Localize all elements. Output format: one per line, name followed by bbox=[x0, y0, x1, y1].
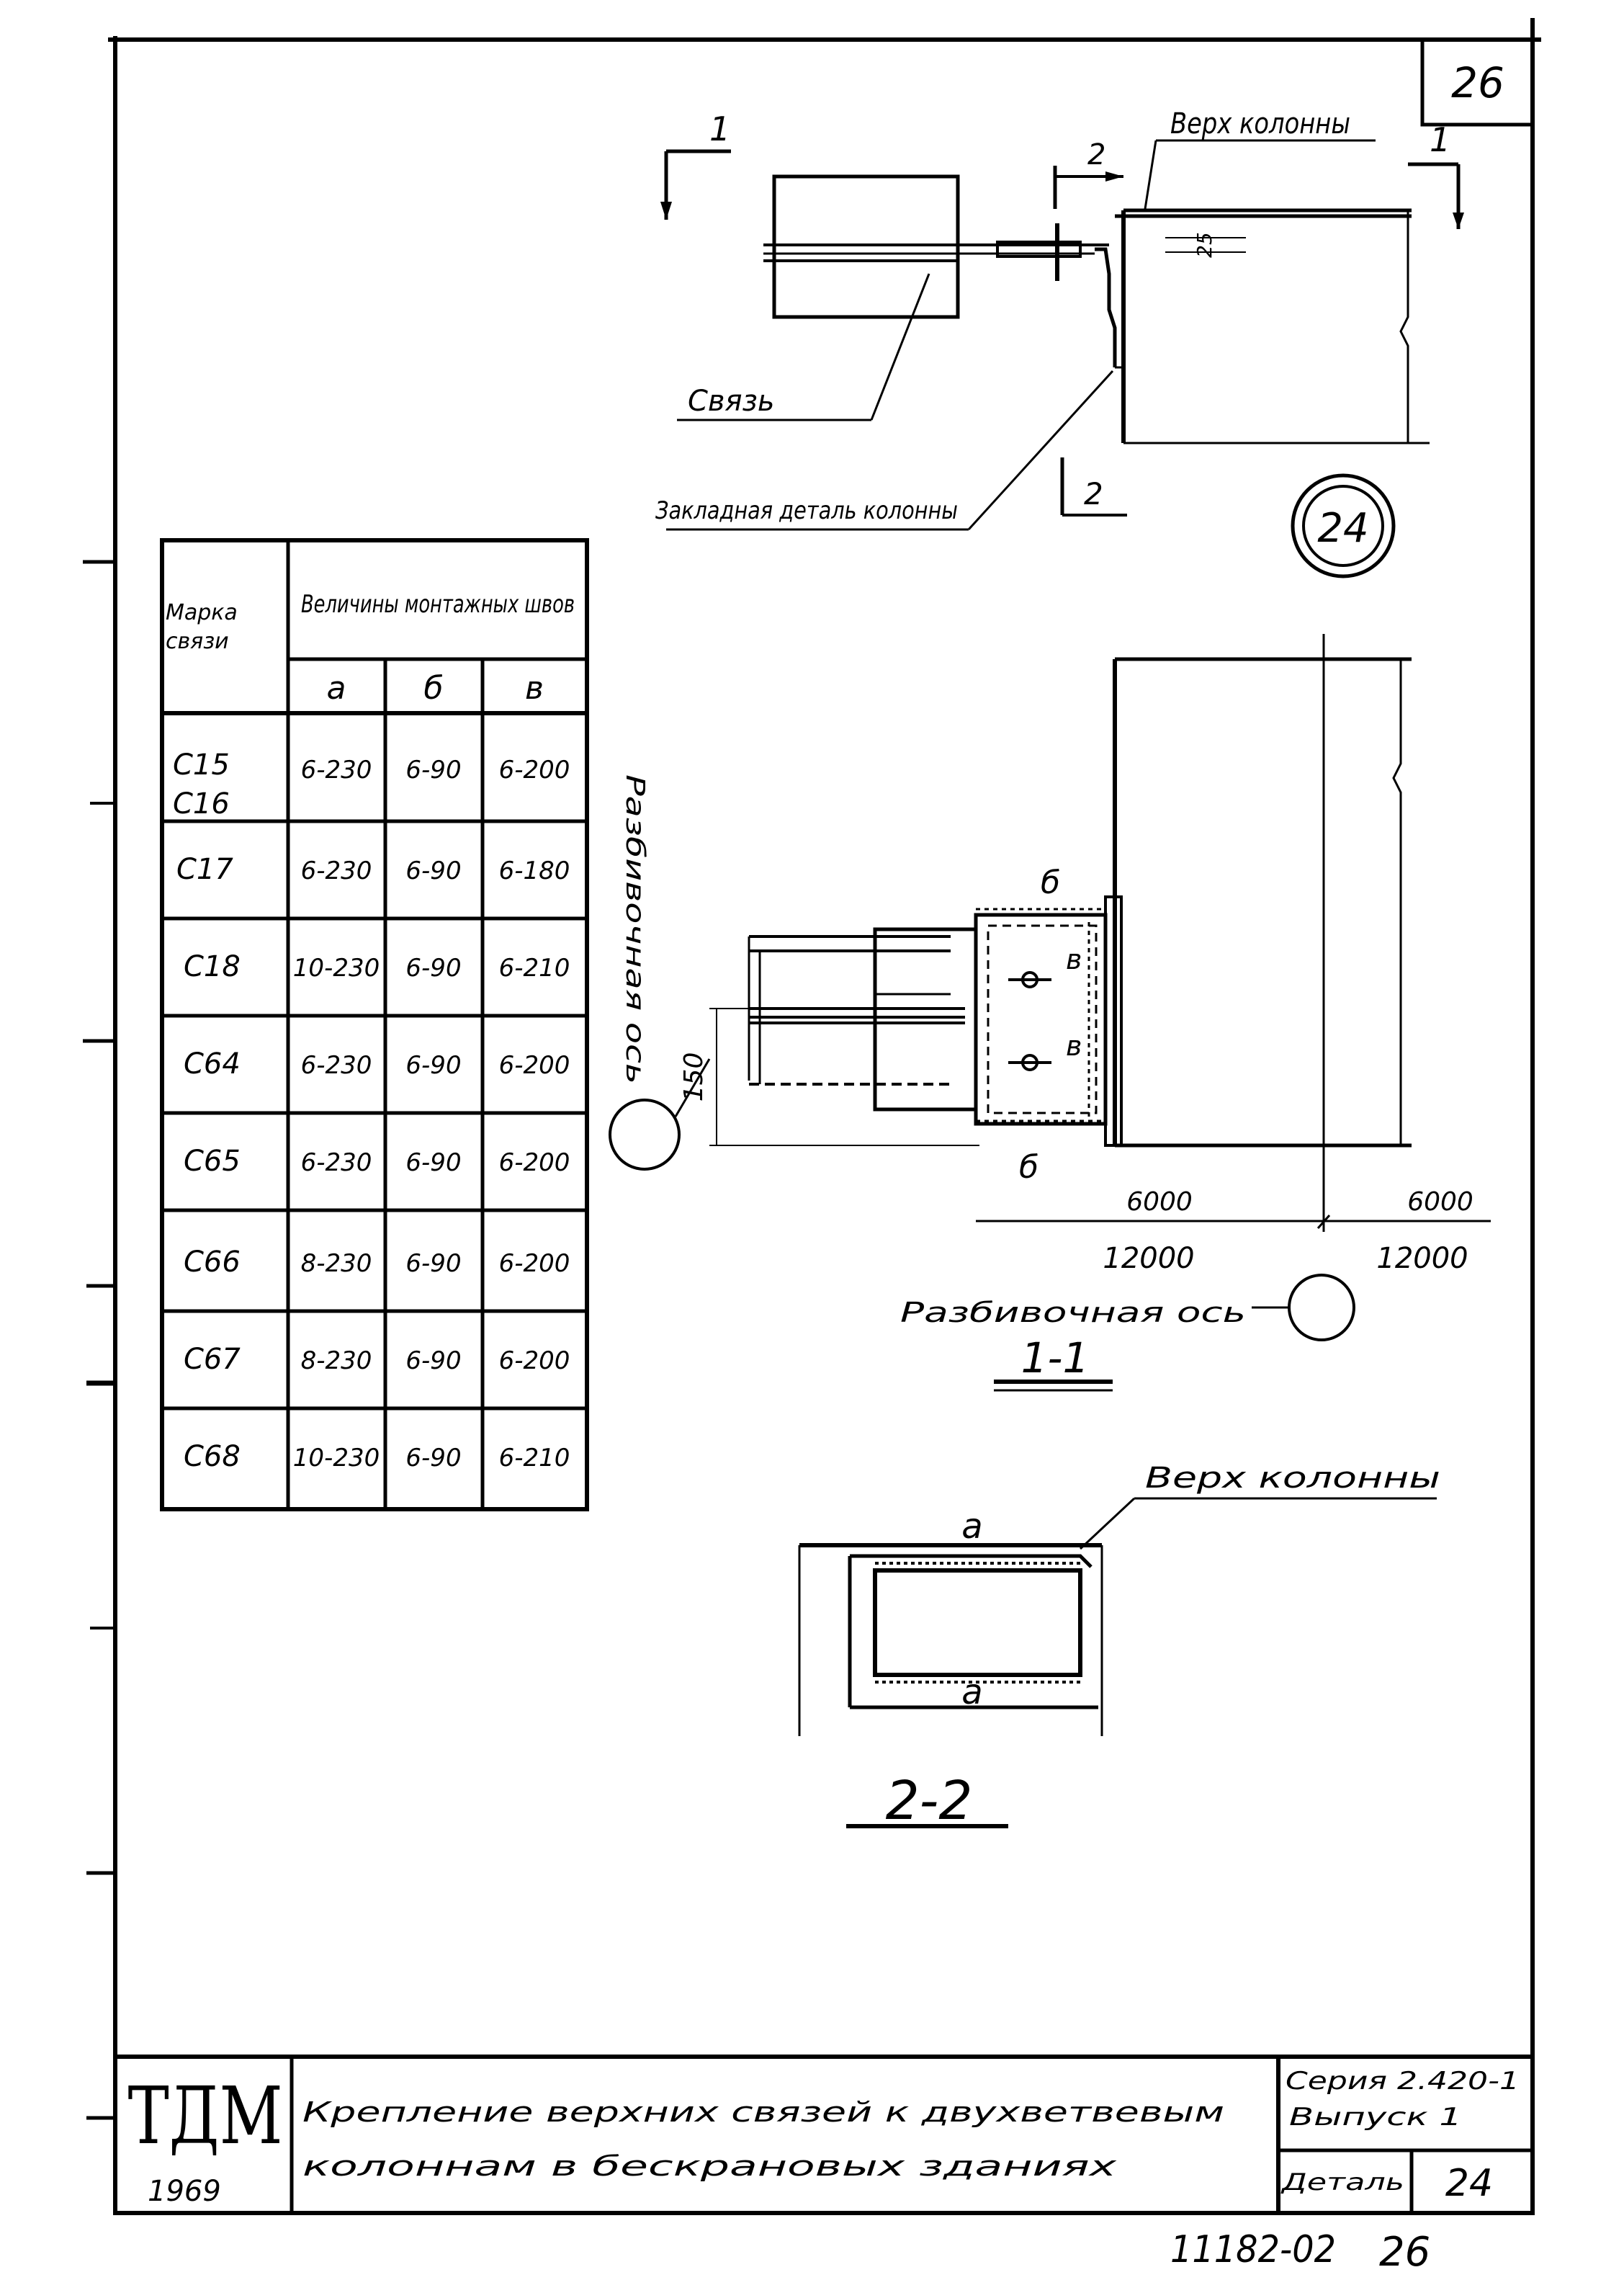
weld-v-2: в bbox=[1066, 1030, 1082, 1062]
table-row-2-v: 6-180 bbox=[499, 857, 570, 885]
embed-label: Закладная деталь колонны bbox=[655, 496, 958, 525]
table-row-3-b: 6-90 bbox=[405, 954, 461, 983]
detail-label: Деталь bbox=[1280, 2168, 1404, 2196]
table-row-2-b: 6-90 bbox=[405, 857, 461, 885]
weld-a-top: а bbox=[961, 1506, 982, 1547]
weld-b-bottom: б bbox=[1019, 1149, 1038, 1186]
table-header-mark-text-2: связи bbox=[166, 629, 229, 654]
top-view bbox=[660, 139, 1464, 578]
table-row-4-v: 6-200 bbox=[499, 1051, 570, 1080]
table-row-8-v: 6-210 bbox=[499, 1444, 570, 1472]
axis-label-bottom: Разбивочная ось bbox=[900, 1297, 1246, 1328]
table-row-3-v: 6-210 bbox=[499, 954, 570, 983]
section-2-2-top-label: Верх колонны bbox=[1145, 1462, 1440, 1495]
issue: Выпуск 1 bbox=[1289, 2103, 1462, 2132]
detail-circle-number: 24 bbox=[1317, 505, 1368, 552]
table-row-7-mark: С67 bbox=[184, 1343, 241, 1376]
table-row-7-v: 6-200 bbox=[499, 1346, 570, 1375]
detail-number: 24 bbox=[1445, 2162, 1493, 2205]
title-block bbox=[115, 2055, 1533, 2213]
table-row-4-mark: С64 bbox=[184, 1047, 241, 1081]
dim-6000-left: 6000 bbox=[1126, 1187, 1193, 1217]
table-row-7-b: 6-90 bbox=[405, 1346, 461, 1375]
section-2-2 bbox=[798, 1497, 1437, 1828]
section-1-1-title: 1-1 bbox=[1021, 1333, 1090, 1382]
table-row-7-a: 8-230 bbox=[301, 1346, 372, 1375]
table-row-8-a: 10-230 bbox=[293, 1444, 380, 1472]
tie-label: Связь bbox=[688, 385, 774, 418]
table-row-3-a: 10-230 bbox=[293, 954, 380, 983]
table-row-8-mark: С68 bbox=[184, 1440, 241, 1473]
section-mark-2-top: 2 bbox=[1087, 138, 1105, 171]
weld-b-top: б bbox=[1041, 864, 1060, 901]
weld-v-1: в bbox=[1066, 944, 1082, 975]
table-row-5-b: 6-90 bbox=[405, 1148, 461, 1177]
series: Серия 2.420-1 bbox=[1286, 2067, 1520, 2096]
table-row-5-a: 6-230 bbox=[301, 1148, 372, 1177]
table-row-4-b: 6-90 bbox=[405, 1051, 461, 1080]
dim-12000-left: 12000 bbox=[1103, 1242, 1194, 1275]
section-1-1 bbox=[609, 634, 1491, 1392]
table-row-5-mark: С65 bbox=[184, 1145, 241, 1178]
section-mark-1-right: 1 bbox=[1430, 120, 1450, 159]
bolt-icon bbox=[1008, 971, 1051, 988]
table-col-a: а bbox=[327, 670, 346, 707]
title-line-2: колоннам в бескрановых зданиях bbox=[302, 2150, 1117, 2182]
table-row-8-b: 6-90 bbox=[405, 1444, 461, 1472]
table-row-1-v: 6-200 bbox=[499, 756, 570, 784]
sheet-frame bbox=[83, 18, 1541, 2215]
dim-150: 150 bbox=[679, 1052, 709, 1102]
table-row-6-b: 6-90 bbox=[405, 1249, 461, 1278]
table-col-b: б bbox=[423, 670, 443, 707]
table-row-1-b: 6-90 bbox=[405, 756, 461, 784]
table-row-5-v: 6-200 bbox=[499, 1148, 570, 1177]
weld-table bbox=[160, 538, 589, 1511]
table-row-2-a: 6-230 bbox=[301, 857, 372, 885]
section-mark-2-bottom: 2 bbox=[1084, 476, 1103, 511]
section-2-2-title: 2-2 bbox=[886, 1770, 973, 1832]
table-row-4-a: 6-230 bbox=[301, 1051, 372, 1080]
table-row-3-mark: С18 bbox=[184, 950, 241, 983]
bottom-page: 26 bbox=[1379, 2229, 1430, 2276]
table-row-1-a: 6-230 bbox=[301, 756, 372, 784]
axis-label-vertical: Разбивочная ось bbox=[620, 774, 650, 1084]
table-header-mark-text: Марка bbox=[166, 600, 238, 625]
bottom-code: 11182-02 bbox=[1170, 2228, 1336, 2271]
table-col-v: в bbox=[525, 670, 544, 707]
dim-6000-right: 6000 bbox=[1407, 1187, 1473, 1217]
year: 1969 bbox=[148, 2175, 221, 2208]
section-mark-1-left: 1 bbox=[709, 109, 730, 148]
page-number: 26 bbox=[1451, 58, 1504, 107]
bolt-icon bbox=[1008, 1054, 1051, 1071]
table-header-mark: Марка связи bbox=[166, 600, 244, 654]
table-row-2-mark: С17 bbox=[176, 853, 233, 886]
dim-12000-right: 12000 bbox=[1376, 1242, 1468, 1275]
table-header-values: Величины монтажных швов bbox=[301, 590, 575, 619]
top-column-label: Верх колонны bbox=[1170, 107, 1350, 140]
logo: ТДМ bbox=[128, 2070, 283, 2162]
table-row-6-v: 6-200 bbox=[499, 1249, 570, 1278]
table-row-6-a: 8-230 bbox=[301, 1249, 372, 1278]
dim-25: 25 bbox=[1193, 232, 1216, 258]
table-row-6-mark: С66 bbox=[184, 1246, 241, 1279]
title-line-1: Крепление верхних связей к двухветвевым bbox=[302, 2096, 1224, 2128]
weld-a-bottom: а bbox=[961, 1672, 982, 1712]
